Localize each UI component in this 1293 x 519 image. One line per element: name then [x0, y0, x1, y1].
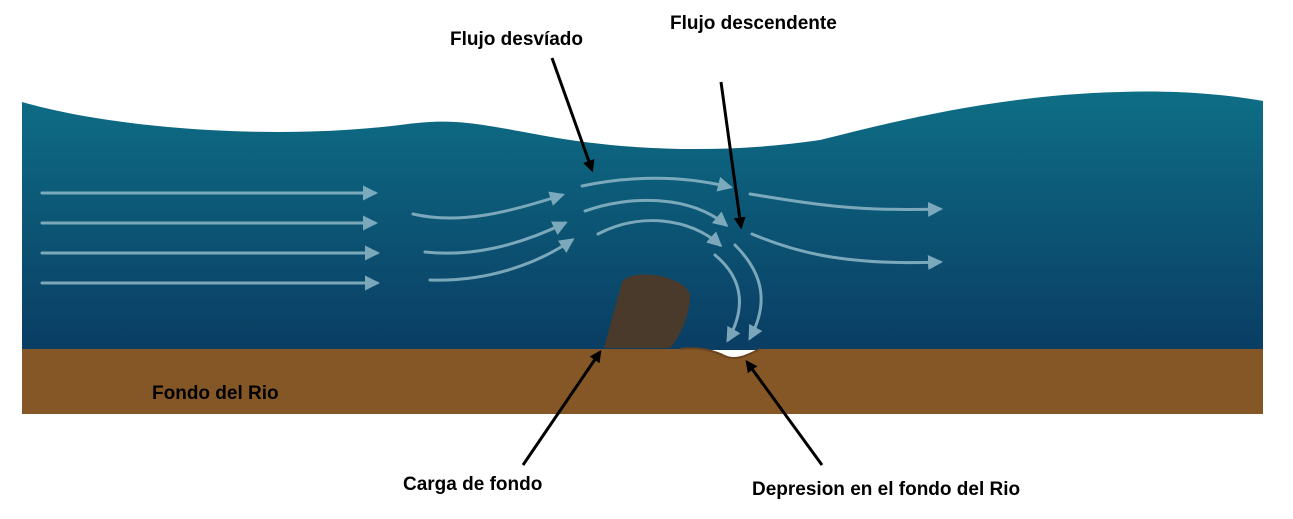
riverbed [22, 349, 1263, 414]
label-downward-flow: Flujo descendente [670, 13, 837, 34]
label-deflected-flow: Flujo desvíado [450, 29, 583, 50]
label-bed-load: Carga de fondo [403, 474, 542, 495]
label-riverbed: Fondo del Rio [152, 383, 279, 404]
label-bed-depression: Depresion en el fondo del Rio [752, 479, 1020, 500]
